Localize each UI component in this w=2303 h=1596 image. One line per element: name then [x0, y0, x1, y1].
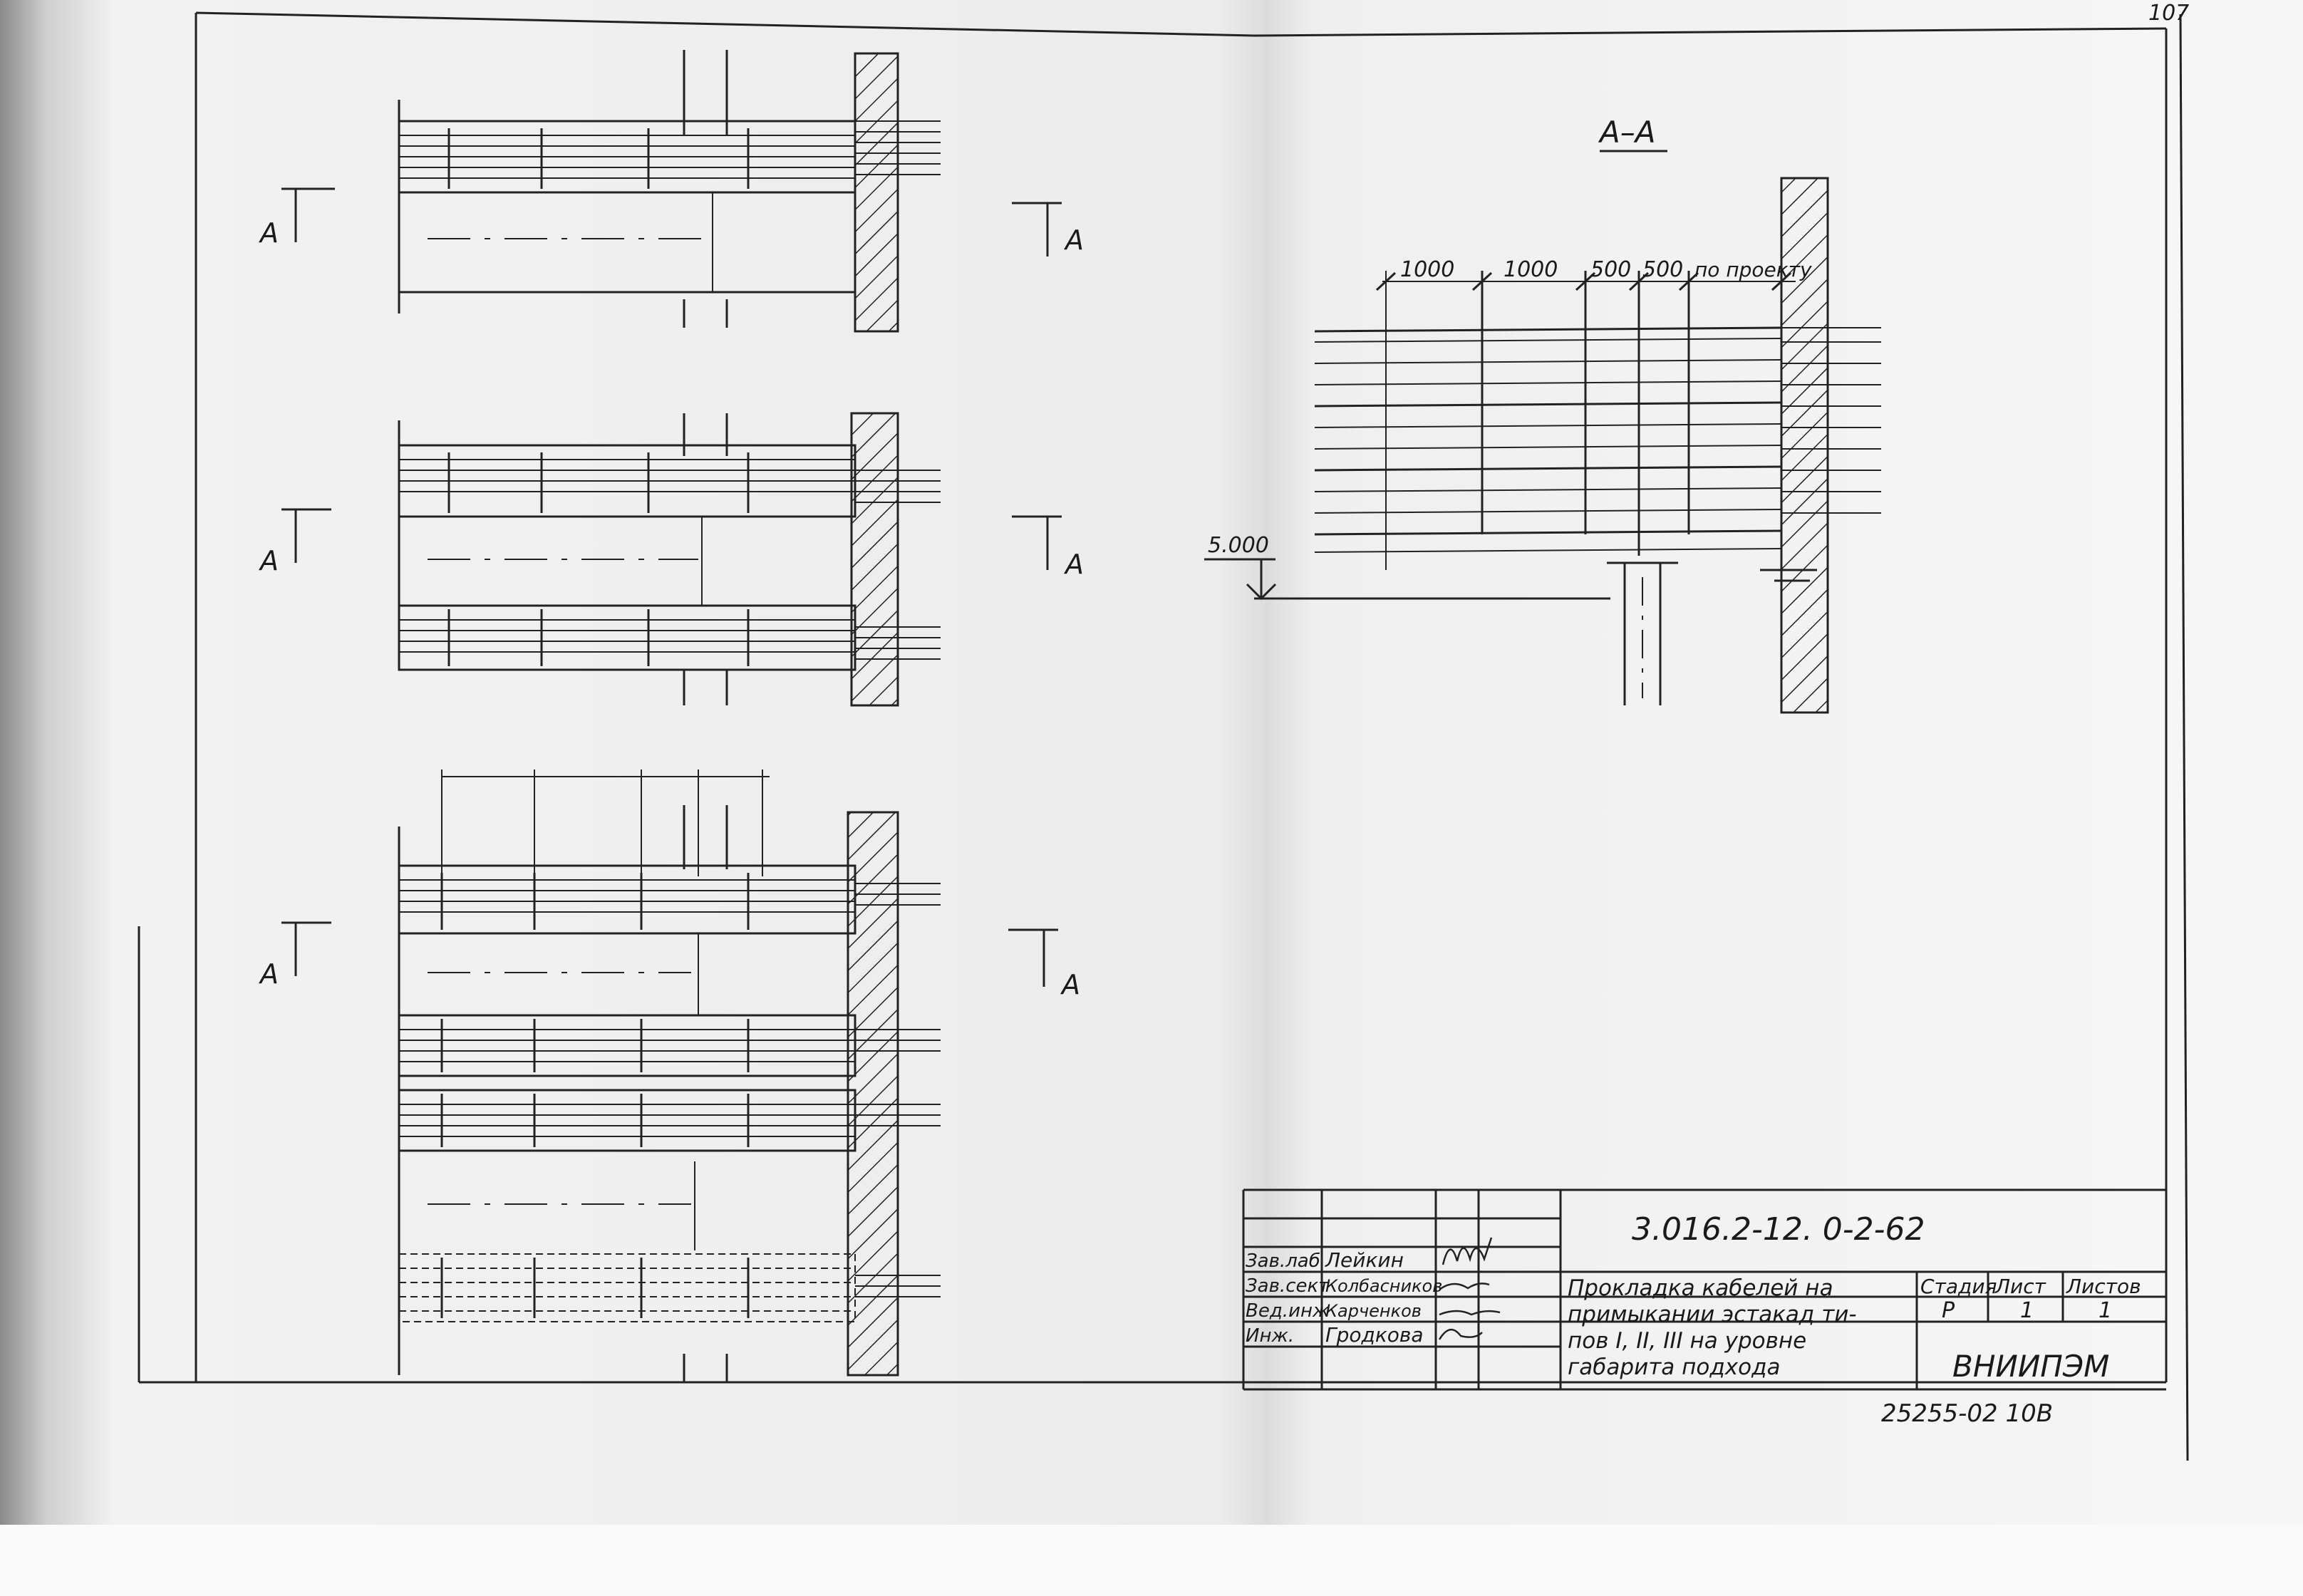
section-label-left-3: А [258, 958, 279, 990]
title-block-grid [1242, 1188, 2166, 1391]
title-line-1: Прокладка кабелей на [1568, 1275, 1833, 1301]
title-line-2: примыкании эстакад ти- [1568, 1302, 1857, 1327]
dimension-500-b: 500 [1642, 257, 1683, 282]
title-line-4: габарита подхода [1568, 1354, 1781, 1380]
page-corner-number: 107 [2148, 1, 2189, 26]
sheet-value: 1 [2020, 1298, 2034, 1323]
dimension-1000-a: 1000 [1400, 257, 1454, 282]
wall-section-aa [1780, 177, 1829, 714]
role-engineer: Инж. [1246, 1325, 1294, 1347]
section-mark-left-1 [281, 187, 335, 242]
name-engineer: Гродкова [1325, 1323, 1424, 1347]
section-mark-left-2 [281, 508, 331, 563]
section-label-left-2: А [258, 545, 279, 576]
role-lead-engineer: Вед.инж [1246, 1300, 1330, 1322]
section-mark-right-3 [1008, 928, 1058, 987]
stage-label: Стадия [1920, 1275, 1997, 1298]
elevation-marker [1204, 558, 1610, 601]
wall-section-2 [850, 412, 899, 707]
title-line-3: пов I, II, III на уровне [1568, 1328, 1806, 1354]
scan-bottom-margin [0, 1525, 2303, 1596]
drawing-frame [138, 11, 2189, 1461]
section-mark-left-3 [281, 921, 331, 976]
organization-name: ВНИИПЭМ [1952, 1349, 2109, 1384]
section-label-right-3: А [1060, 969, 1080, 1000]
section-mark-right-2 [1012, 515, 1062, 570]
archive-number: 25255-02 10В [1881, 1399, 2053, 1428]
dimension-1000-b: 1000 [1504, 257, 1558, 282]
name-lead-engineer: Карченков [1325, 1301, 1422, 1321]
stage-value: Р [1942, 1298, 1955, 1323]
elevation-label: 5.000 [1208, 533, 1269, 558]
section-label-right-2: А [1063, 549, 1084, 580]
sheets-label: Листов [2066, 1275, 2141, 1298]
plan-view-1 [398, 50, 941, 328]
dimension-500-a: 500 [1590, 257, 1631, 282]
section-title: А–А [1598, 115, 1655, 150]
dimension-ticks [1375, 271, 1792, 291]
section-mark-right-1 [1012, 202, 1062, 256]
signature-marks [1438, 1237, 1501, 1340]
section-label-right-1: А [1063, 224, 1084, 256]
role-head-of-lab: Зав.лаб [1246, 1250, 1320, 1272]
plan-view-2 [398, 413, 941, 705]
dimension-by-project: по проекту [1694, 258, 1812, 281]
section-label-left-1: А [258, 217, 279, 249]
sheet-label: Лист [1994, 1275, 2046, 1298]
name-head-of-sector: Колбасников [1325, 1276, 1442, 1296]
wall-section-3 [847, 811, 899, 1377]
wall-section-1 [854, 52, 899, 333]
document-code: 3.016.2-12. 0-2-62 [1632, 1211, 1925, 1248]
name-head-of-lab: Лейкин [1325, 1248, 1404, 1272]
role-head-of-sector: Зав.сект [1246, 1275, 1330, 1297]
sheets-value: 1 [2098, 1298, 2112, 1323]
